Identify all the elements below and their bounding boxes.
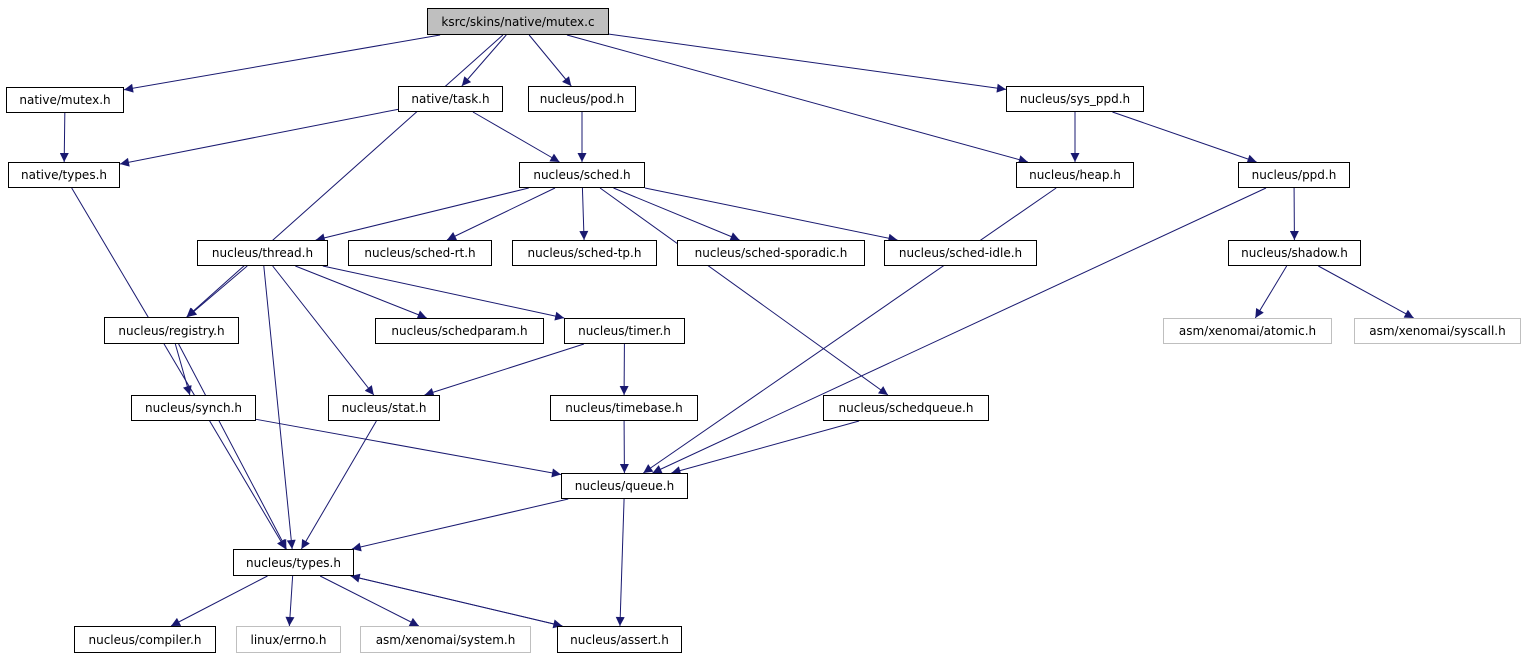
edge-mutex_c-to-nucleus_sys_ppd_h bbox=[608, 33, 1007, 93]
edge-nucleus_sys_ppd_h-to-nucleus_ppd_h bbox=[1112, 111, 1257, 164]
edge-native_task_h-to-native_types_h bbox=[119, 108, 399, 167]
node-nucleus-shadow-h[interactable]: nucleus/shadow.h bbox=[1228, 240, 1361, 266]
node-nucleus-pod-h[interactable]: nucleus/pod.h bbox=[528, 86, 636, 112]
node-nucleus-registry-h[interactable]: nucleus/registry.h bbox=[104, 317, 239, 344]
node-linux-errno-h: linux/errno.h bbox=[236, 626, 341, 653]
edge-nucleus_assert_h-to-nucleus_types_h bbox=[350, 573, 563, 627]
edge-native_task_h-to-nucleus_sched_h bbox=[472, 111, 560, 163]
edge-nucleus_shadow_h-to-asm_xenomai_atomic_h bbox=[1254, 265, 1288, 319]
node-nucleus-thread-h[interactable]: nucleus/thread.h bbox=[197, 240, 328, 266]
edge-mutex_c-to-native_mutex_h bbox=[123, 34, 441, 93]
edge-nucleus_thread_h-to-nucleus_types_h bbox=[263, 265, 296, 550]
node-nucleus-heap-h[interactable]: nucleus/heap.h bbox=[1016, 162, 1134, 188]
node-nucleus-queue-h[interactable]: nucleus/queue.h bbox=[561, 473, 688, 499]
edge-nucleus_sched_h-to-nucleus_sched_sporadic_h bbox=[613, 187, 740, 241]
node-nucleus-assert-h[interactable]: nucleus/assert.h bbox=[557, 626, 682, 653]
node-asm-xenomai-syscall-h: asm/xenomai/syscall.h bbox=[1354, 318, 1521, 344]
node-native-mutex-h[interactable]: native/mutex.h bbox=[6, 87, 124, 113]
node-nucleus-stat-h[interactable]: nucleus/stat.h bbox=[328, 395, 440, 421]
edge-nucleus_thread_h-to-nucleus_timer_h bbox=[322, 265, 565, 321]
node-nucleus-sched-h[interactable]: nucleus/sched.h bbox=[519, 162, 645, 188]
node-nucleus-sched-sporadic-h[interactable]: nucleus/sched-sporadic.h bbox=[677, 240, 865, 266]
edge-mutex_c-to-native_task_h bbox=[461, 34, 507, 87]
node-nucleus-sys-ppd-h[interactable]: nucleus/sys_ppd.h bbox=[1006, 86, 1144, 112]
node-nucleus-synch-h[interactable]: nucleus/synch.h bbox=[131, 395, 256, 421]
edge-native_types_h-to-nucleus_types_h bbox=[71, 187, 286, 550]
edge-nucleus_stat_h-to-nucleus_types_h bbox=[300, 420, 377, 550]
node-native-task-h[interactable]: native/task.h bbox=[398, 86, 503, 112]
node-nucleus-timer-h[interactable]: nucleus/timer.h bbox=[564, 318, 685, 344]
node-nucleus-timebase-h[interactable]: nucleus/timebase.h bbox=[550, 395, 698, 421]
edge-nucleus_sched_h-to-nucleus_thread_h bbox=[315, 187, 529, 243]
node-asm-xenomai-atomic-h: asm/xenomai/atomic.h bbox=[1163, 318, 1332, 344]
node-nucleus-compiler-h[interactable]: nucleus/compiler.h bbox=[74, 626, 216, 653]
edge-nucleus_queue_h-to-nucleus_types_h bbox=[351, 498, 569, 552]
node-nucleus-types-h[interactable]: nucleus/types.h bbox=[233, 549, 354, 576]
edge-nucleus_registry_h-to-nucleus_types_h bbox=[178, 343, 287, 550]
edge-nucleus_thread_h-to-nucleus_registry_h bbox=[187, 265, 248, 318]
edge-nucleus_ppd_h-to-nucleus_queue_h bbox=[652, 187, 1267, 474]
edge-nucleus_timer_h-to-nucleus_stat_h bbox=[424, 343, 585, 397]
edge-nucleus_types_h-to-nucleus_compiler_h bbox=[170, 575, 268, 627]
edge-native_mutex_h-to-native_types_h bbox=[59, 112, 69, 163]
edge-mutex_c-to-nucleus_pod_h bbox=[528, 34, 572, 87]
node-nucleus-schedparam-h[interactable]: nucleus/schedparam.h bbox=[375, 318, 544, 344]
edge-nucleus_schedqueue_h-to-nucleus_queue_h bbox=[671, 420, 860, 475]
edge-nucleus_sched_h-to-nucleus_schedqueue_h bbox=[599, 187, 889, 396]
edge-nucleus_thread_h-to-nucleus_stat_h bbox=[272, 265, 375, 396]
edge-nucleus_heap_h-to-nucleus_queue_h bbox=[643, 187, 1057, 474]
edge-nucleus_synch_h-to-nucleus_queue_h bbox=[255, 418, 562, 478]
node-nucleus-sched-tp-h[interactable]: nucleus/sched-tp.h bbox=[512, 240, 657, 266]
node-nucleus-sched-idle-h[interactable]: nucleus/sched-idle.h bbox=[884, 240, 1037, 266]
edge-nucleus_shadow_h-to-asm_xenomai_syscall_h bbox=[1318, 265, 1414, 319]
edge-nucleus_thread_h-to-nucleus_schedparam_h bbox=[295, 265, 427, 319]
node-nucleus-ppd-h[interactable]: nucleus/ppd.h bbox=[1238, 162, 1350, 188]
edge-nucleus_sched_h-to-nucleus_sched_tp_h bbox=[579, 187, 589, 241]
edge-nucleus_registry_h-to-nucleus_synch_h bbox=[174, 343, 192, 396]
edge-nucleus_sched_h-to-nucleus_sched_idle_h bbox=[644, 187, 898, 243]
node-nucleus-sched-rt-h[interactable]: nucleus/sched-rt.h bbox=[348, 240, 492, 266]
node-asm-xenomai-system-h: asm/xenomai/system.h bbox=[360, 626, 531, 653]
edge-nucleus_types_h-to-asm_xenomai_system_h bbox=[319, 575, 420, 627]
edge-nucleus_types_h-to-linux_errno_h bbox=[285, 575, 295, 627]
node-nucleus-schedqueue-h[interactable]: nucleus/schedqueue.h bbox=[823, 395, 989, 421]
edge-nucleus_sched_h-to-nucleus_sched_rt_h bbox=[446, 187, 556, 241]
edge-nucleus_queue_h-to-nucleus_assert_h bbox=[615, 498, 625, 627]
node-mutex-c: ksrc/skins/native/mutex.c bbox=[427, 8, 609, 35]
edge-mutex_c-to-nucleus_heap_h bbox=[566, 34, 1028, 164]
node-native-types-h[interactable]: native/types.h bbox=[8, 162, 120, 188]
edge-mutex_c-to-nucleus_registry_h bbox=[186, 34, 504, 318]
